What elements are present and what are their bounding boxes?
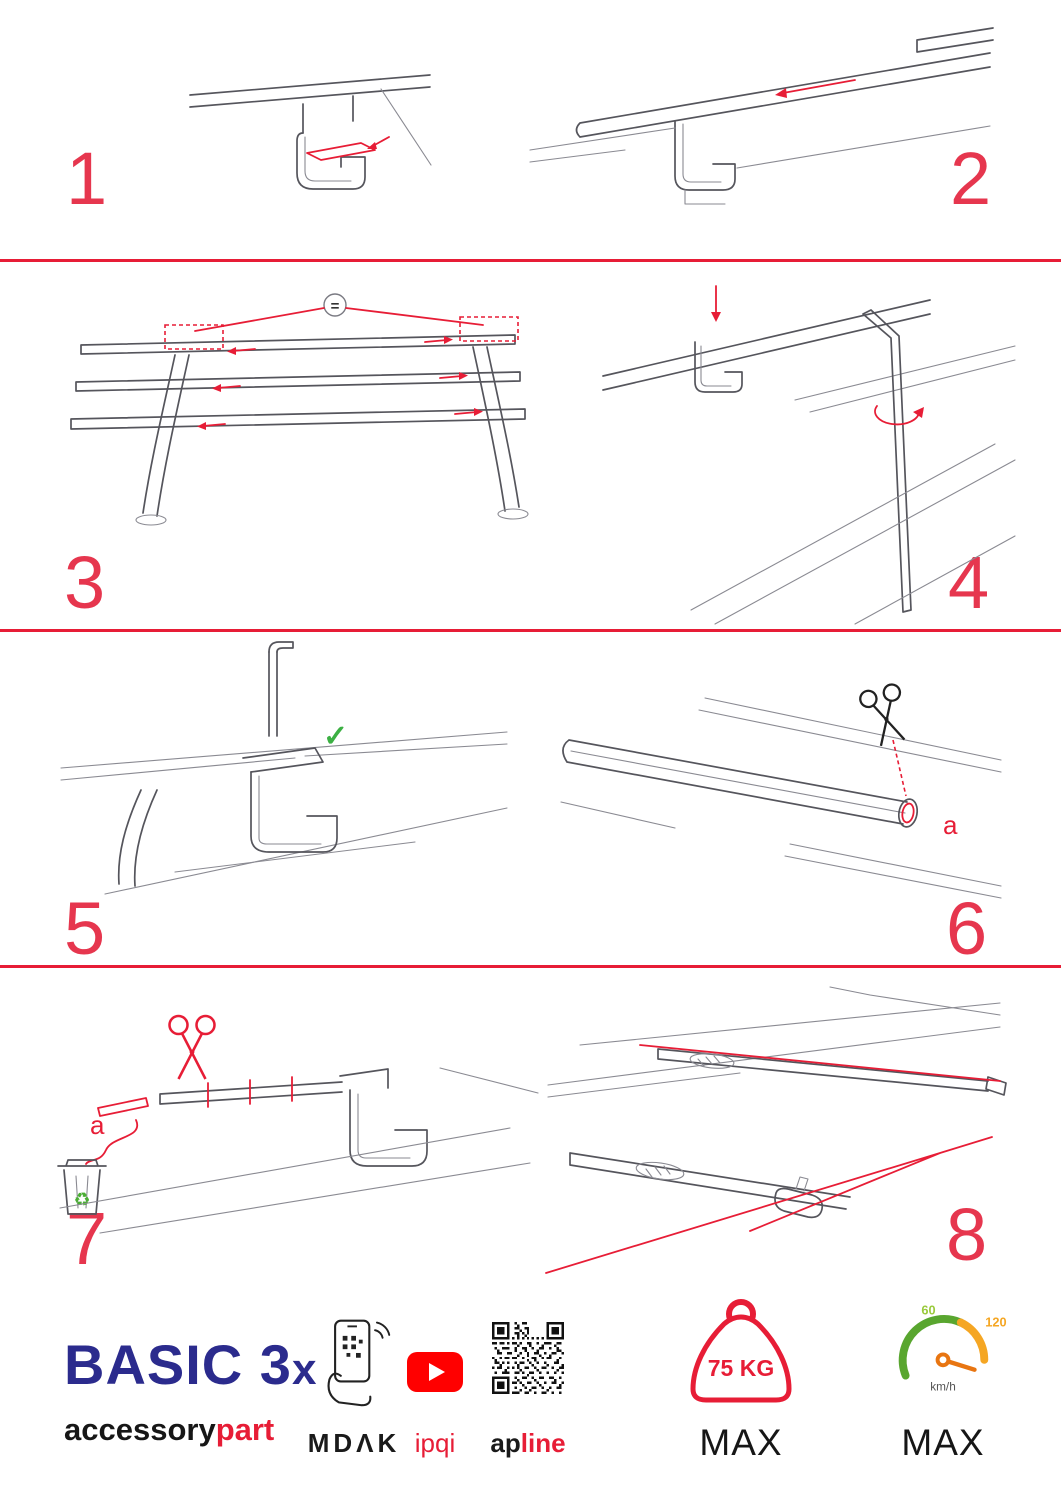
cut-label-a: a (943, 810, 958, 840)
speed-unit-label: km/h (930, 1379, 956, 1393)
brand-name: BASIC 3 (64, 1333, 292, 1396)
partner-apline-black: ap (490, 1428, 521, 1458)
partner-apline-red: line (520, 1428, 566, 1458)
equal-sign: = (331, 298, 340, 315)
step-6-drawing: a (560, 683, 1002, 899)
brand-sub-red: part (215, 1412, 275, 1447)
speed-max-label: MAX (901, 1422, 985, 1463)
step-4-drawing (602, 285, 1016, 625)
youtube-icon (407, 1352, 463, 1392)
max-weight-icon: 75 KG (690, 1299, 792, 1403)
qr-code (492, 1322, 564, 1394)
weight-value: 75 KG (708, 1355, 774, 1381)
weight-max-label: MAX (699, 1422, 783, 1463)
speedometer-icon: 60 120 km/h (898, 1303, 1007, 1393)
step-3-number: 3 (64, 541, 106, 624)
brand-logo: BASIC 3x (64, 1332, 317, 1397)
cut-label-a: a (90, 1110, 105, 1140)
step-8-number: 8 (946, 1193, 988, 1276)
step-7-drawing: a ♻ (57, 1014, 539, 1234)
step-6-number: 6 (946, 887, 988, 970)
section-divider-1 (0, 259, 1061, 262)
speed-60-label: 60 (921, 1303, 935, 1318)
step-4-number: 4 (948, 541, 990, 624)
section-divider-3 (0, 965, 1061, 968)
step-8-drawing (545, 986, 1007, 1274)
scissors-icon (859, 683, 906, 747)
partner-mdak-label: MDΛK (307, 1428, 401, 1458)
speed-120-label: 120 (985, 1314, 1006, 1329)
partner-ipqi-label: ipqi (414, 1428, 456, 1458)
step-5-number: 5 (64, 887, 106, 970)
check-icon: ✓ (323, 720, 348, 753)
section-divider-2 (0, 629, 1061, 632)
brand-sub-black: accessory (64, 1412, 216, 1447)
brand-subtitle: accessorypart (64, 1412, 274, 1448)
scissors-icon (168, 1014, 216, 1080)
step-1-number: 1 (66, 137, 108, 220)
step-2-drawing (529, 27, 994, 205)
step-5-drawing: ✓ (60, 641, 508, 895)
step-3-drawing: = (70, 293, 529, 526)
step-2-number: 2 (950, 137, 992, 220)
brand-x: x (291, 1345, 318, 1394)
phone-qr-icon (327, 1319, 391, 1407)
step-1-drawing (189, 74, 432, 190)
recycle-icon: ♻ (73, 1190, 90, 1211)
